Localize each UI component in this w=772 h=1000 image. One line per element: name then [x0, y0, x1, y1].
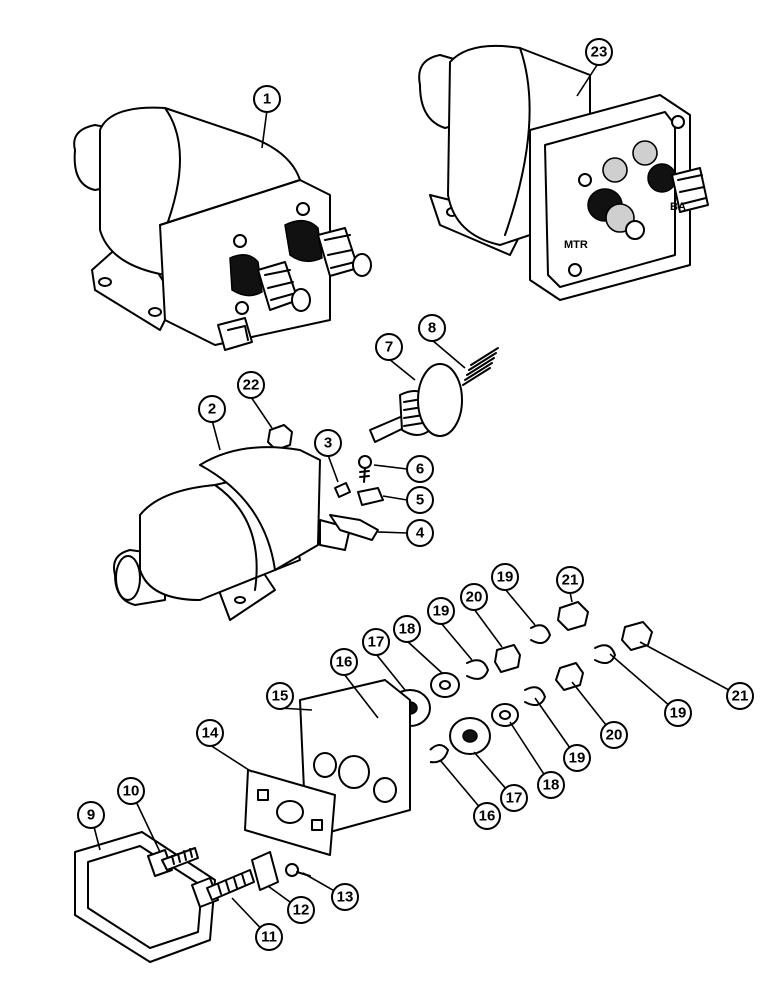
screw-6: [358, 455, 372, 483]
callout-2: 2: [208, 401, 216, 418]
callout-16: 16: [479, 808, 496, 825]
callout-20: 20: [466, 589, 483, 606]
callout-19: 19: [670, 705, 687, 722]
callout-14: 14: [202, 725, 219, 742]
callout-9: 9: [87, 807, 95, 824]
callout-18: 18: [543, 777, 560, 794]
callout-21: 21: [562, 572, 579, 589]
coil-housing-2: [113, 446, 351, 621]
callout-19: 19: [569, 750, 586, 767]
callout-18: 18: [399, 621, 416, 638]
callout-1: 1: [263, 91, 271, 108]
callout-12: 12: [293, 902, 310, 919]
callout-10: 10: [123, 783, 140, 800]
spring-8: [462, 347, 499, 386]
terminal-12: [251, 851, 279, 891]
callout-17: 17: [368, 634, 385, 651]
clip-5: [357, 487, 384, 506]
callout-21: 21: [732, 688, 749, 705]
callout-23: 23: [591, 44, 608, 61]
callout-4: 4: [416, 525, 425, 542]
solenoid-assembly-23: MTR BA: [418, 44, 709, 301]
callout-6: 6: [416, 461, 424, 478]
nut-22: [267, 424, 293, 451]
callout-19: 19: [433, 603, 450, 620]
bracket-4: [329, 514, 379, 541]
callout-3: 3: [324, 435, 332, 452]
terminal-3: [334, 482, 351, 498]
callout-20: 20: [606, 727, 623, 744]
solenoid-assembly-1: [73, 106, 372, 351]
plate-14: [244, 769, 336, 856]
terminal-mark-motor: MTR: [564, 239, 588, 251]
callout-labels: 1 23 8 7 22 2 3 6 5 4 21 19 20 19 18 17 …: [77, 38, 754, 951]
terminal-mark-battery: BA: [670, 201, 686, 213]
callout-13: 13: [337, 889, 354, 906]
callout-7: 7: [385, 339, 393, 356]
callout-17: 17: [506, 790, 523, 807]
callout-19: 19: [497, 569, 514, 586]
callout-5: 5: [416, 492, 424, 509]
plunger-7: [369, 363, 463, 443]
callout-15: 15: [272, 688, 289, 705]
bolt-11: [191, 869, 255, 908]
callout-22: 22: [243, 377, 260, 394]
callout-11: 11: [261, 929, 277, 946]
callout-16: 16: [336, 654, 353, 671]
callout-8: 8: [428, 320, 436, 337]
